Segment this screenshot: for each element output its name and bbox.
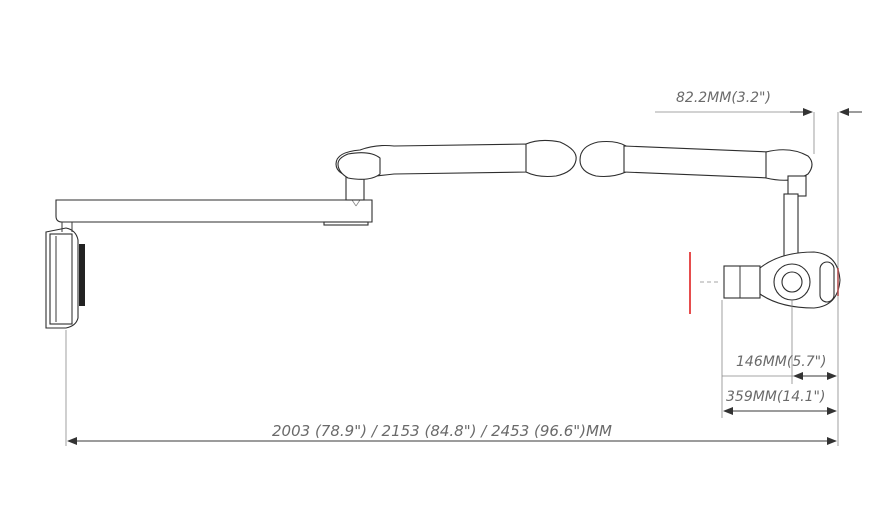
dim-total-reach: 2003 (78.9") / 2153 (84.8") / 2453 (96.6…: [272, 422, 612, 440]
dim-head-depth: 146MM(5.7"): [736, 354, 827, 370]
tube-head-drop: [783, 175, 807, 273]
wall-mount: [45, 227, 85, 329]
articulated-arm-left: [335, 139, 577, 180]
dim-head-length: 359MM(14.1"): [726, 389, 825, 405]
tube-head: [723, 251, 841, 309]
extension-arm: [55, 199, 373, 232]
dim-top-offset: 82.2MM(3.2"): [676, 90, 771, 106]
articulated-arm-right: [579, 140, 813, 181]
extension-lines: [65, 112, 839, 446]
dimension-lines: [67, 108, 862, 445]
